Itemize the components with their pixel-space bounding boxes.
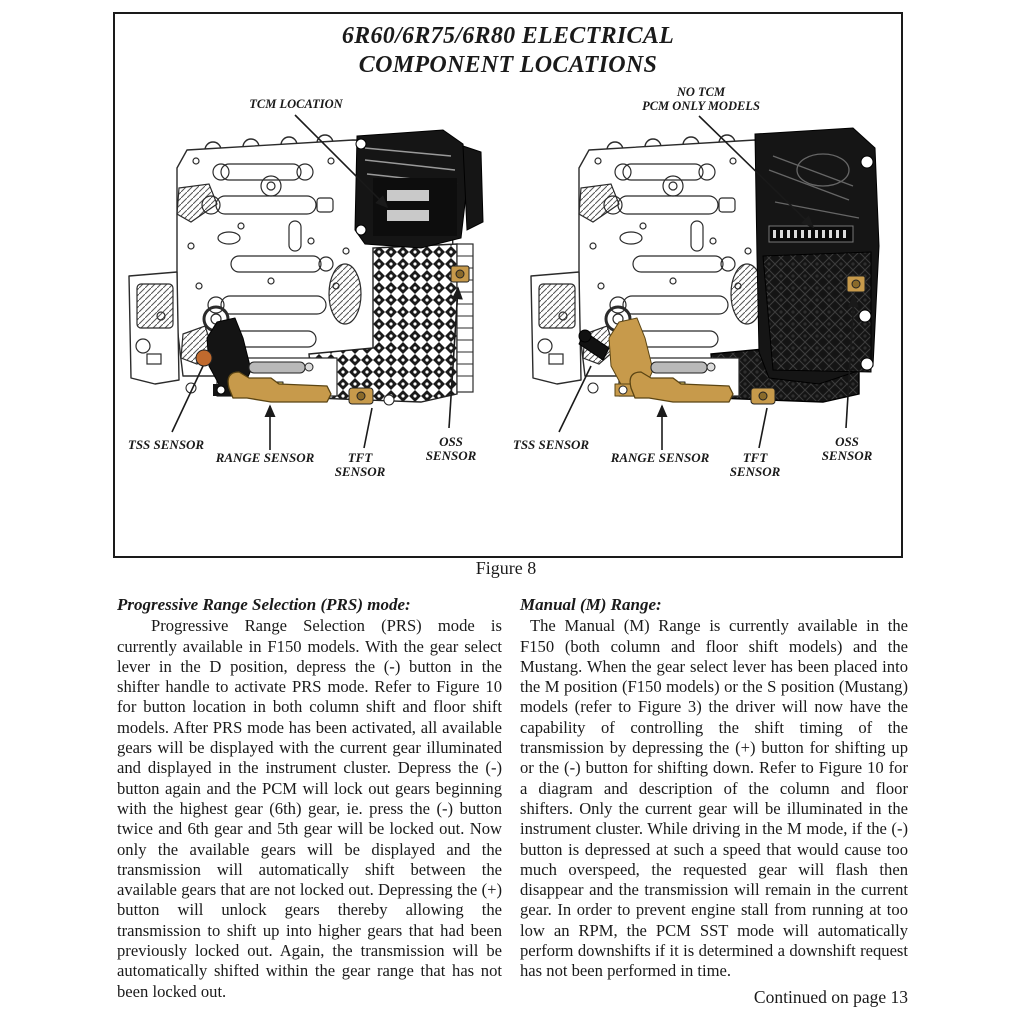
- oss-sensor-label-right: OSS SENSOR: [772, 435, 922, 462]
- tft-sensor-label-right: TFT SENSOR: [680, 451, 830, 478]
- oss-label-line1: OSS: [835, 434, 859, 449]
- range-sensor-lever: [629, 371, 734, 403]
- tss-sensor: [195, 349, 213, 367]
- no-tcm-label-line2: PCM ONLY MODELS: [642, 98, 760, 113]
- column-manual-range: Manual (M) Range: The Manual (M) Range i…: [520, 595, 908, 1007]
- manual-lever-assembly: [185, 317, 395, 406]
- prs-heading: Progressive Range Selection (PRS) mode:: [117, 595, 411, 614]
- tft-label-line2: SENSOR: [729, 463, 781, 479]
- range-sensor-lever: [227, 371, 332, 403]
- pcm-only-module: [754, 127, 880, 385]
- leader-line-tft-right: [758, 407, 768, 449]
- valve-body-diagram-pcm-only: [530, 127, 880, 405]
- tft-label-line2: SENSOR: [334, 463, 386, 479]
- prs-body: Progressive Range Selection (PRS) mode i…: [117, 616, 502, 1001]
- tft-label-line1: TFT: [347, 450, 373, 465]
- range-sensor-label-right: RANGE SENSOR: [610, 450, 710, 465]
- figure-title-line1: 6R60/6R75/6R80 ELECTRICAL: [341, 23, 675, 49]
- manual-lever-assembly: [578, 317, 776, 405]
- figure-title-line2: COMPONENT LOCATIONS: [358, 52, 658, 78]
- manual-range-heading: Manual (M) Range:: [520, 595, 662, 614]
- no-tcm-label: NO TCM PCM ONLY MODELS: [621, 85, 781, 113]
- column-prs-mode: Progressive Range Selection (PRS) mode: …: [117, 595, 502, 1002]
- oss-label-line2: SENSOR: [821, 447, 873, 463]
- oss-label-line2: SENSOR: [425, 447, 477, 463]
- range-sensor-label-left: RANGE SENSOR: [215, 450, 315, 465]
- manual-range-body: The Manual (M) Range is currently availa…: [520, 616, 908, 981]
- oss-label-line1: OSS: [439, 434, 463, 449]
- leader-line-tft-left: [363, 407, 373, 449]
- tft-sensor-label-left: TFT SENSOR: [285, 451, 435, 478]
- oss-sensor-label-left: OSS SENSOR: [376, 435, 526, 462]
- oss-sensor-plug: [450, 265, 470, 283]
- valve-body-diagram-tcm: [128, 129, 484, 406]
- oss-sensor-plug: [846, 275, 866, 293]
- tcm-module: [354, 129, 484, 249]
- tcm-location-label: TCM LOCATION: [249, 97, 343, 111]
- continued-note: Continued on page 13: [753, 986, 908, 1007]
- figure-caption: Figure 8: [475, 558, 537, 578]
- figure-title: 6R60/6R75/6R80 ELECTRICAL COMPONENT LOCA…: [115, 22, 901, 80]
- no-tcm-label-line1: NO TCM: [676, 85, 726, 99]
- figure-frame: 6R60/6R75/6R80 ELECTRICAL COMPONENT LOCA…: [113, 12, 903, 558]
- tft-label-line1: TFT: [742, 450, 768, 465]
- tss-sensor-label-left: TSS SENSOR: [127, 437, 205, 452]
- tss-sensor-label-right: TSS SENSOR: [512, 437, 590, 452]
